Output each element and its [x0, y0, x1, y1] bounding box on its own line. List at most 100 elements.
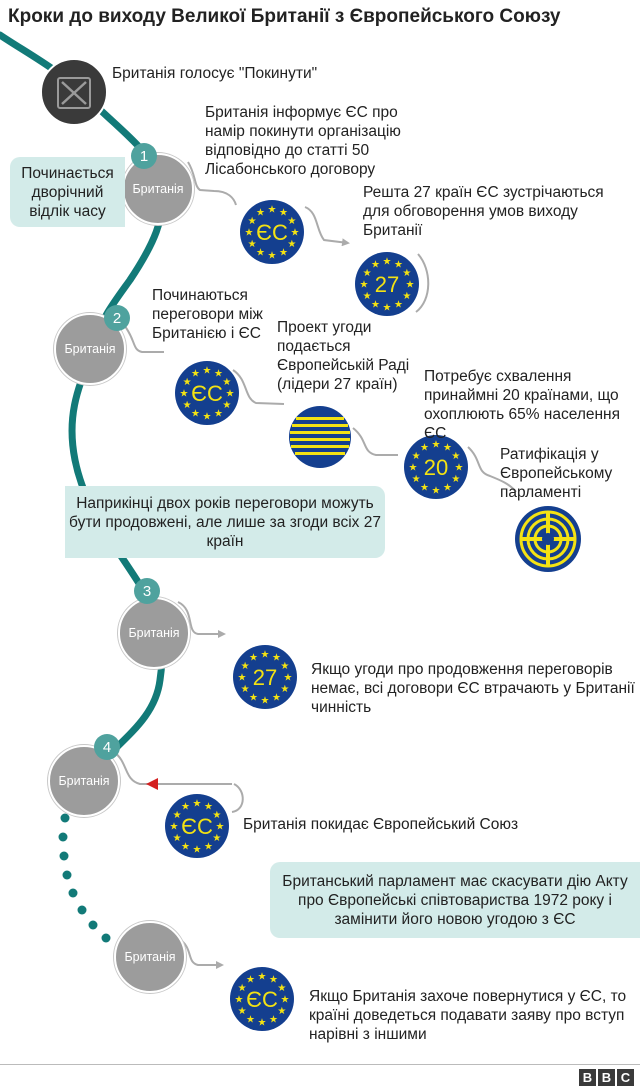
- svg-text:★: ★: [212, 833, 221, 844]
- svg-text:★: ★: [204, 841, 213, 852]
- council-icon: [289, 406, 351, 468]
- svg-text:★: ★: [280, 661, 289, 672]
- connector-6: [352, 427, 398, 456]
- svg-text:★: ★: [394, 299, 403, 310]
- step-number-1: 1: [131, 143, 157, 169]
- svg-text:★: ★: [203, 412, 212, 423]
- svg-text:★: ★: [203, 366, 212, 377]
- svg-text:★: ★: [222, 400, 231, 411]
- eu-flag-4: ★★★★★★★★★★★★ЄС: [230, 967, 294, 1031]
- svg-text:★: ★: [455, 463, 464, 474]
- svg-text:★: ★: [383, 257, 392, 268]
- svg-text:★: ★: [181, 802, 190, 813]
- svg-text:★: ★: [279, 247, 288, 258]
- svg-text:★: ★: [235, 995, 244, 1006]
- page-title: Кроки до виходу Великої Британії з Європ…: [8, 6, 561, 27]
- ratification-text: Ратифікація у Європейському парламенті: [500, 446, 613, 501]
- svg-text:★: ★: [183, 377, 192, 388]
- eu-flag-20: ★★★★★★★★★★★★20: [404, 435, 468, 499]
- eu-flag-1-label: ЄС: [256, 220, 288, 245]
- step-number-4: 4: [94, 734, 120, 760]
- svg-text:★: ★: [256, 247, 265, 258]
- svg-text:★: ★: [246, 975, 255, 986]
- svg-text:★: ★: [173, 810, 182, 821]
- svg-text:★: ★: [280, 684, 289, 695]
- svg-text:★: ★: [241, 661, 250, 672]
- svg-text:★: ★: [245, 228, 254, 239]
- connector-5: [232, 369, 285, 405]
- svg-text:★: ★: [238, 673, 247, 684]
- svg-text:★: ★: [256, 208, 265, 219]
- svg-text:★: ★: [287, 216, 296, 227]
- svg-text:★: ★: [238, 983, 247, 994]
- svg-text:★: ★: [412, 451, 421, 462]
- svg-text:★: ★: [443, 443, 452, 454]
- svg-text:★: ★: [269, 975, 278, 986]
- svg-text:★: ★: [451, 474, 460, 485]
- svg-text:★: ★: [451, 451, 460, 462]
- rejoin-text: Якщо Британія захоче повернутися у ЄС, т…: [309, 988, 627, 1043]
- parliament-icon: [515, 506, 581, 572]
- svg-text:★: ★: [402, 268, 411, 279]
- svg-text:★: ★: [249, 692, 258, 703]
- red-arrow: [146, 778, 158, 790]
- svg-text:★: ★: [402, 291, 411, 302]
- approval-text: Потребує схвалення принаймні 20 країнами…: [424, 368, 621, 442]
- svg-text:★: ★: [261, 696, 270, 707]
- britain-node-4: Британія: [48, 745, 120, 817]
- svg-text:★: ★: [371, 299, 380, 310]
- svg-text:★: ★: [258, 1018, 267, 1029]
- eu-flags: ★★★★★★★★★★★★ЄС★★★★★★★★★★★★27★★★★★★★★★★★★…: [165, 200, 468, 1031]
- svg-text:★: ★: [214, 369, 223, 380]
- draft-text: Проект угоди подається Європейській Раді…: [277, 319, 410, 393]
- svg-text:★: ★: [212, 810, 221, 821]
- eu-flag-3-label: ЄС: [181, 814, 213, 839]
- svg-text:★: ★: [287, 239, 296, 250]
- eu-flag-27-b: ★★★★★★★★★★★★27: [233, 645, 297, 709]
- step-number-2: 2: [104, 305, 130, 331]
- svg-text:★: ★: [246, 1014, 255, 1025]
- svg-text:★: ★: [222, 377, 231, 388]
- connector-4: [123, 324, 164, 353]
- meet27-text: Решта 27 країн ЄС зустрічаються для обго…: [363, 184, 604, 239]
- svg-text:★: ★: [360, 280, 369, 291]
- extension-callout: Наприкінці двох років переговори можуть …: [65, 486, 385, 558]
- svg-text:★: ★: [241, 684, 250, 695]
- svg-text:★: ★: [180, 389, 189, 400]
- svg-text:★: ★: [248, 239, 257, 250]
- vote-node: [40, 58, 108, 126]
- svg-text:★: ★: [268, 251, 277, 262]
- svg-text:★: ★: [268, 205, 277, 216]
- svg-text:★: ★: [193, 799, 202, 810]
- svg-text:★: ★: [248, 216, 257, 227]
- svg-text:★: ★: [284, 673, 293, 684]
- eu-flag-3: ★★★★★★★★★★★★ЄС: [165, 794, 229, 858]
- svg-text:★: ★: [277, 1006, 286, 1017]
- svg-text:★: ★: [420, 443, 429, 454]
- step-number-3: 3: [134, 578, 160, 604]
- connector-3: [415, 253, 430, 313]
- svg-text:★: ★: [170, 822, 179, 833]
- inform-text: Британія інформує ЄС про намір покинути …: [205, 104, 401, 178]
- svg-text:★: ★: [291, 228, 300, 239]
- svg-text:★: ★: [409, 463, 418, 474]
- svg-text:★: ★: [272, 653, 281, 664]
- svg-text:★: ★: [443, 482, 452, 493]
- eu-flag-1: ★★★★★★★★★★★★ЄС: [240, 200, 304, 264]
- connector-7: [467, 446, 517, 493]
- svg-text:★: ★: [183, 400, 192, 411]
- svg-text:★: ★: [281, 995, 290, 1006]
- svg-text:★: ★: [191, 408, 200, 419]
- svg-text:★: ★: [394, 260, 403, 271]
- no-extension-text: Якщо угоди про продовження переговорів н…: [311, 661, 635, 716]
- svg-text:★: ★: [173, 833, 182, 844]
- connector-10: [231, 783, 244, 813]
- svg-text:★: ★: [363, 268, 372, 279]
- svg-text:★: ★: [272, 692, 281, 703]
- svg-text:★: ★: [191, 369, 200, 380]
- negotiations-text: Починаються переговори між Британією і Є…: [152, 287, 263, 342]
- vote-text: Британія голосує "Покинути": [112, 65, 318, 82]
